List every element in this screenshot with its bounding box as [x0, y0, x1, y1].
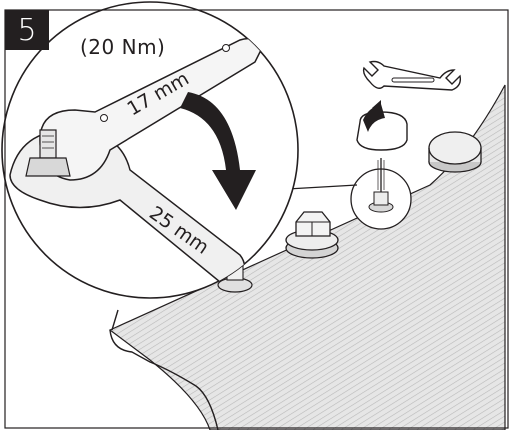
detail-inset — [350, 158, 412, 230]
torque-spec: (20 Nm) — [80, 35, 166, 59]
tighten-arrow-icon — [180, 92, 256, 210]
wrench-icon — [362, 60, 462, 91]
rotate-arrow-icon — [356, 100, 408, 151]
hex-bolt — [285, 211, 339, 259]
panel-border — [4, 9, 509, 429]
round-cap — [428, 131, 482, 173]
step-number: 5 — [5, 10, 49, 50]
